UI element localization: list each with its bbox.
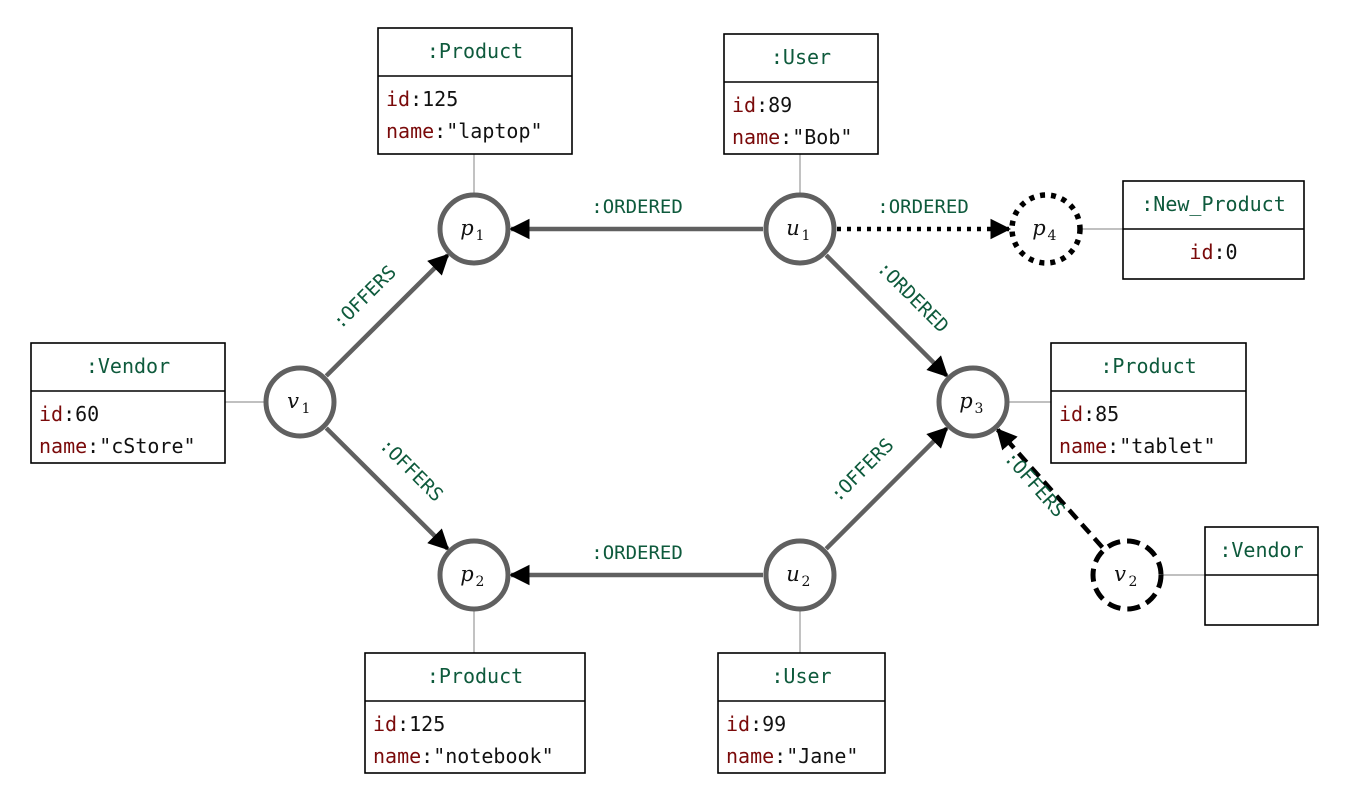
box-property-name: name:"Bob" (732, 125, 852, 149)
node-label-p3: p (959, 389, 972, 413)
box-property-id: id:85 (1059, 402, 1119, 426)
edge-v1-p1 (324, 253, 450, 378)
box-property-id: id:99 (726, 712, 786, 736)
edge-label-v1-p2: :OFFERS (375, 434, 447, 506)
edge-label-u2-p3: :OFFERS (826, 434, 898, 506)
property-box-u2: :User id:99 name:"Jane" (717, 652, 886, 774)
node-label-p2: p (460, 562, 473, 586)
node-subscript-u1: 1 (802, 228, 811, 244)
node-subscript-u2: 2 (802, 574, 811, 590)
edge-u2-p3 (824, 426, 949, 551)
box-type-label: :User (771, 664, 831, 688)
property-box-p2: :Product id:125 name:"notebook" (364, 652, 586, 774)
box-property-name: name:"laptop" (386, 119, 543, 143)
node-label-v1: v (287, 389, 299, 413)
property-box-v2: :Vendor (1204, 526, 1319, 626)
box-type-label: :New_Product (1141, 192, 1286, 216)
box-connectors (225, 154, 1205, 653)
edge-v2-p3 (995, 428, 1105, 549)
box-property-name: name:"Jane" (726, 744, 858, 768)
edge-u1-p3 (824, 253, 949, 378)
box-property-id: id:0 (1189, 240, 1237, 264)
box-property-name: name:"cStore" (39, 434, 196, 458)
box-property-id: id:125 (373, 712, 445, 736)
node-subscript-v2: 2 (1129, 574, 1138, 590)
box-type-label: :Vendor (86, 354, 170, 378)
edge-label-v1-p1: :OFFERS (329, 261, 401, 333)
edge-label-u2-p2: :ORDERED (591, 542, 683, 564)
property-boxes: :Product id:125 name:"laptop" :User id:89 nam… (30, 27, 1319, 774)
node-label-p1: p (460, 216, 473, 240)
node-label-u2: u (786, 562, 800, 586)
box-property-id: id:89 (732, 93, 792, 117)
box-property-name: name:"tablet" (1059, 434, 1216, 458)
box-property-id: id:125 (386, 87, 458, 111)
property-box-v1: :Vendor id:60 name:"cStore" (30, 342, 226, 464)
edge-label-u1-p1: :ORDERED (591, 196, 683, 218)
box-property-name: name:"notebook" (373, 744, 554, 768)
box-type-label: :User (771, 45, 831, 69)
box-type-label: :Product (427, 39, 523, 63)
box-type-label: :Vendor (1219, 538, 1303, 562)
node-subscript-p3: 3 (975, 401, 984, 417)
node-subscript-p2: 2 (476, 574, 485, 590)
box-type-label: :Product (427, 664, 523, 688)
edge-label-u1-p3: :ORDERED (873, 257, 953, 337)
property-box-p4: :New_Product id:0 (1122, 180, 1305, 280)
edge-v1-p2 (324, 426, 450, 551)
property-box-p3: :Product id:85 name:"tablet" (1050, 342, 1247, 464)
node-subscript-p4: 4 (1048, 228, 1057, 244)
box-property-id: id:60 (39, 402, 99, 426)
node-label-p4: p (1032, 216, 1045, 240)
property-box-u1: :User id:89 name:"Bob" (723, 33, 879, 155)
node-label-u1: u (786, 216, 800, 240)
property-box-p1: :Product id:125 name:"laptop" (377, 27, 573, 155)
node-label-v2: v (1114, 562, 1126, 586)
edge-label-u1-p4: :ORDERED (877, 196, 969, 218)
node-subscript-v1: 1 (302, 401, 311, 417)
node-subscript-p1: 1 (476, 228, 485, 244)
box-type-label: :Product (1100, 354, 1196, 378)
